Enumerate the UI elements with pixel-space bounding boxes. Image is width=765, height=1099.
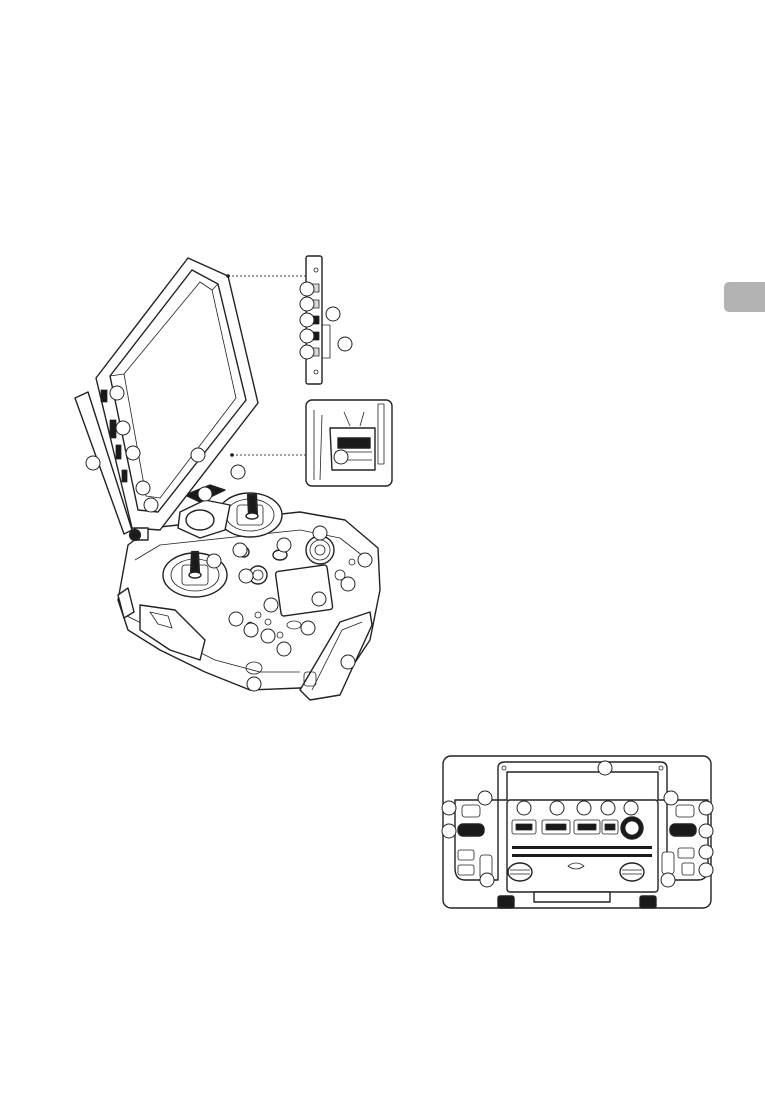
callout-marker xyxy=(247,677,261,691)
callout-marker xyxy=(517,801,531,815)
callout-marker xyxy=(300,313,314,327)
callout-marker xyxy=(442,824,456,838)
callout-marker xyxy=(341,655,355,669)
callout-marker xyxy=(207,554,221,568)
callout-marker xyxy=(110,386,124,400)
callout-marker xyxy=(577,801,591,815)
callout-marker xyxy=(313,526,327,540)
callout-marker xyxy=(126,446,140,460)
callout-marker xyxy=(358,553,372,567)
callout-marker xyxy=(116,421,130,435)
antenna-knob xyxy=(130,530,140,540)
chapter-tab xyxy=(724,282,765,312)
callout-marker xyxy=(661,873,675,887)
callout-marker xyxy=(699,863,713,877)
callout-marker xyxy=(699,824,713,838)
callout-marker xyxy=(480,873,494,887)
callout-marker xyxy=(136,481,150,495)
callout-marker xyxy=(231,465,245,479)
callout-marker xyxy=(244,623,258,637)
callout-marker xyxy=(233,543,247,557)
callout-marker xyxy=(239,569,253,583)
callout-marker xyxy=(624,801,638,815)
remote-controller-lever-detail xyxy=(306,400,392,486)
callout-marker xyxy=(300,282,314,296)
callout-marker xyxy=(326,307,340,321)
callout-marker xyxy=(664,791,678,805)
callout-marker xyxy=(699,801,713,815)
callout-marker xyxy=(601,801,615,815)
callout-marker xyxy=(277,642,291,656)
callout-marker xyxy=(198,487,212,501)
callout-marker xyxy=(261,629,275,643)
callout-marker xyxy=(229,612,243,626)
callout-marker xyxy=(478,791,492,805)
callout-marker xyxy=(338,337,352,351)
callout-marker xyxy=(334,450,348,464)
callout-marker xyxy=(277,538,291,552)
callout-marker xyxy=(598,761,612,775)
callout-marker xyxy=(264,598,278,612)
callout-marker xyxy=(312,592,326,606)
callout-marker xyxy=(191,448,205,462)
callout-marker xyxy=(301,621,315,635)
callout-marker xyxy=(300,345,314,359)
callout-marker xyxy=(300,297,314,311)
callout-marker xyxy=(699,845,713,859)
callout-marker xyxy=(86,456,100,470)
callout-marker xyxy=(550,801,564,815)
callout-marker xyxy=(442,801,456,815)
callout-marker xyxy=(144,498,158,512)
callout-marker xyxy=(341,577,355,591)
callout-marker xyxy=(300,329,314,343)
